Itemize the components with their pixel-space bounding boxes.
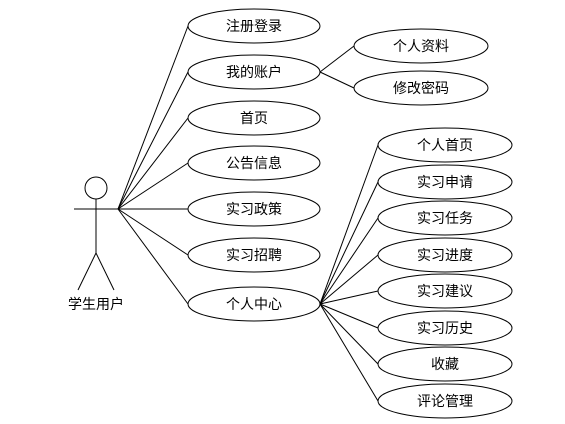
actor-head: [84, 176, 108, 200]
use-case-comment-management: 评论管理: [377, 383, 513, 419]
use-case-ellipse: [187, 100, 321, 136]
actor-student-user: 学生用户: [68, 176, 124, 313]
use-case-internship-task: 实习任务: [377, 200, 513, 236]
use-case-personal-homepage: 个人首页: [377, 127, 513, 163]
use-case-ellipse: [377, 127, 513, 163]
actor-label: 学生用户: [68, 296, 124, 313]
use-case-label: 修改密码: [393, 80, 449, 97]
use-case-label: 注册登录: [226, 19, 282, 35]
edge-center-internship-suggestion: [319, 290, 379, 305]
use-case-ellipse: [377, 237, 513, 273]
use-case-ellipse: [377, 200, 513, 236]
use-case-internship-policy: 实习政策: [187, 191, 321, 227]
use-case-ellipse: [377, 383, 513, 419]
use-case-internship-recruitment: 实习招聘: [187, 237, 321, 273]
use-case-ellipse: [187, 145, 321, 181]
edge-actor-register-login: [117, 25, 189, 210]
edge-center-comment-management: [319, 303, 379, 402]
use-case-label: 实习政策: [226, 201, 282, 218]
edge-center-personal-homepage: [319, 144, 379, 305]
use-case-label: 实习招聘: [226, 248, 282, 264]
use-case-my-account: 我的账户: [187, 54, 321, 90]
use-case-label: 实习申请: [417, 175, 473, 191]
use-case-internship-progress: 实习进度: [377, 237, 513, 273]
edge-center-internship-application: [319, 181, 379, 305]
connections: [117, 25, 379, 402]
use-case-label: 实习建议: [417, 284, 473, 300]
actor-right-leg: [95, 252, 115, 291]
use-case-ellipse: [187, 8, 321, 44]
use-case-label: 个人中心: [226, 297, 282, 313]
use-case-ellipse: [377, 310, 513, 346]
edge-center-internship-history: [319, 303, 379, 329]
edge-actor-announcements: [117, 162, 189, 210]
use-case-label: 我的账户: [226, 64, 282, 81]
edge-actor-personal-center: [117, 208, 189, 305]
use-case-register-login: 注册登录: [187, 8, 321, 44]
use-case-personal-info: 个人资料: [353, 28, 489, 64]
use-case-change-password: 修改密码: [353, 70, 489, 106]
use-case-label: 实习任务: [417, 211, 473, 227]
edge-actor-home: [117, 117, 189, 210]
use-case-label: 实习历史: [417, 321, 473, 337]
use-case-ellipse: [353, 70, 489, 106]
use-case-ellipse: [187, 237, 321, 273]
use-case-label: 首页: [240, 111, 268, 127]
use-case-label: 评论管理: [417, 394, 473, 410]
use-case-label: 个人资料: [393, 39, 449, 55]
edge-center-internship-progress: [319, 254, 379, 305]
use-case-ellipse: [377, 273, 513, 309]
use-case-internship-history: 实习历史: [377, 310, 513, 346]
use-case-ellipse: [187, 54, 321, 90]
edge-my-account-change-password: [319, 71, 355, 89]
use-case-label: 个人首页: [417, 138, 473, 154]
use-case-ellipse: [353, 28, 489, 64]
edge-center-favorites: [319, 303, 379, 365]
edge-my-account-personal-info: [319, 45, 355, 73]
use-case-announcements: 公告信息: [187, 145, 321, 181]
use-case-internship-application: 实习申请: [377, 164, 513, 200]
use-case-ellipse: [187, 286, 321, 322]
actor-left-leg: [77, 252, 97, 291]
use-case-label: 公告信息: [226, 155, 282, 172]
use-case-favorites: 收藏: [377, 346, 513, 382]
edge-actor-my-account: [117, 71, 189, 210]
use-case-label: 收藏: [431, 357, 459, 373]
use-case-personal-center: 个人中心: [187, 286, 321, 322]
use-case-ellipse: [187, 191, 321, 227]
use-case-ellipse: [377, 164, 513, 200]
use-case-internship-suggestion: 实习建议: [377, 273, 513, 309]
use-case-label: 实习进度: [417, 248, 473, 264]
edge-actor-internship-recruitment: [117, 208, 189, 256]
edge-center-internship-task: [319, 217, 379, 305]
use-case-home: 首页: [187, 100, 321, 136]
use-case-ellipse: [377, 346, 513, 382]
